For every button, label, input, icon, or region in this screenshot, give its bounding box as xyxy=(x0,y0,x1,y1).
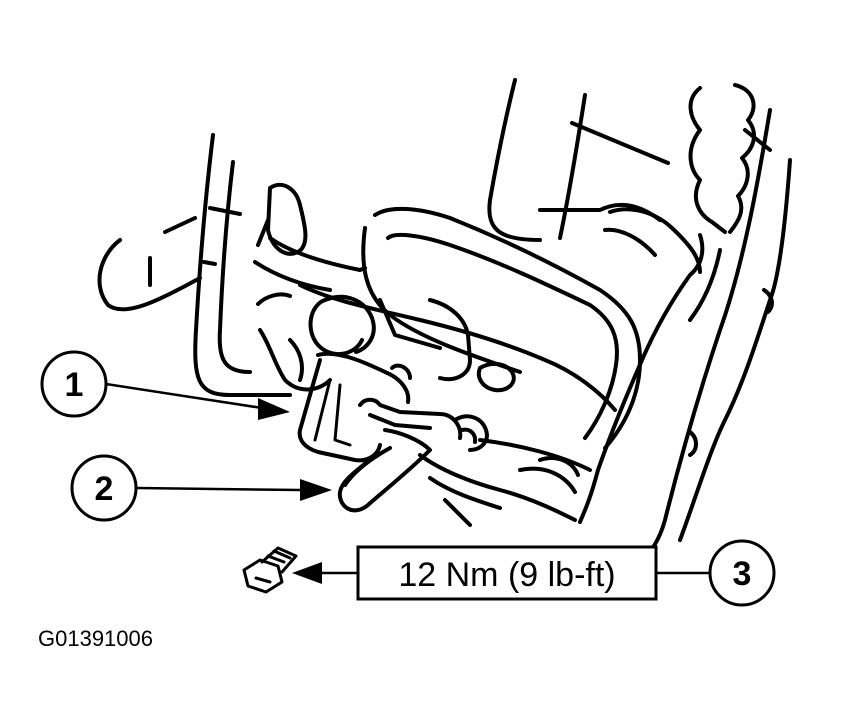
torque-box xyxy=(356,545,658,601)
callout-2-arrowhead xyxy=(300,479,332,501)
callout-2-leader xyxy=(135,486,301,492)
callout-1-arrowhead xyxy=(258,398,290,420)
bolt-icon xyxy=(242,546,298,594)
callout-3-circle xyxy=(708,539,776,607)
callout-1-leader xyxy=(105,382,263,410)
callout-3: 3 xyxy=(708,539,776,607)
callout-3-label: 3 xyxy=(733,555,752,593)
callout-1-label: 1 xyxy=(65,366,84,404)
figure-id: G01391006 xyxy=(38,626,153,651)
callout-2-label: 2 xyxy=(95,470,114,508)
torque-spec: 12 Nm (9 lb-ft) xyxy=(292,545,710,601)
callout-1: 1 xyxy=(40,350,290,420)
torque-label: 12 Nm (9 lb-ft) xyxy=(398,556,615,594)
callout-2: 2 xyxy=(70,454,332,522)
assembly-line-art xyxy=(97,78,792,562)
torque-arrowhead xyxy=(292,562,322,584)
